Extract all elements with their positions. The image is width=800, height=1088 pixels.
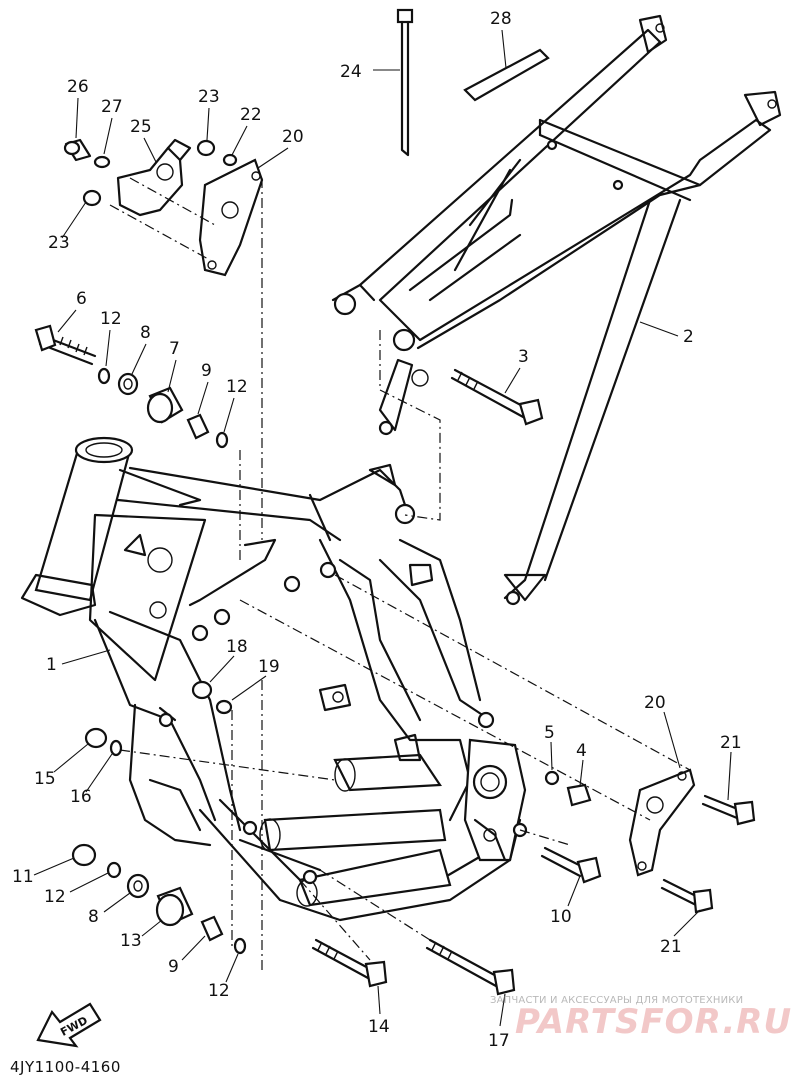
callout-20-lower: 20: [644, 693, 666, 713]
callout-1: 1: [46, 655, 57, 675]
callout-4: 4: [576, 741, 587, 761]
callout-15: 15: [34, 769, 56, 789]
callout-23-upper: 23: [198, 87, 220, 107]
callout-12-b: 12: [226, 377, 248, 397]
sub-frame-drawing: [331, 14, 782, 606]
callout-24: 24: [340, 62, 362, 82]
callout-8-a: 8: [140, 323, 151, 343]
callout-19: 19: [258, 657, 280, 677]
callout-6: 6: [76, 289, 87, 309]
callout-12-c: 12: [44, 887, 66, 907]
callout-28: 28: [490, 9, 512, 29]
watermark-brand: PARTSFOR.RU: [515, 1002, 793, 1042]
callout-27: 27: [101, 97, 123, 117]
diagram-code: 4JY1100-4160: [10, 1058, 121, 1076]
callout-8-b: 8: [88, 907, 99, 927]
main-frame-drawing: [20, 436, 528, 922]
callout-23-lower: 23: [48, 233, 70, 253]
callout-22: 22: [240, 105, 262, 125]
callout-12-d: 12: [208, 981, 230, 1001]
callout-17: 17: [488, 1031, 510, 1051]
callout-26: 26: [67, 77, 89, 97]
callout-2: 2: [683, 327, 694, 347]
watermark-tagline: ЗАПЧАСТИ И АКСЕССУАРЫ ДЛЯ МОТОТЕХНИКИ: [490, 995, 744, 1006]
assembly-lines: [109, 177, 691, 970]
callout-18: 18: [226, 637, 248, 657]
callout-10: 10: [550, 907, 572, 927]
callout-9-b: 9: [168, 957, 179, 977]
callout-leaders: [33, 29, 732, 1027]
callout-14: 14: [368, 1017, 390, 1037]
callout-7: 7: [169, 339, 180, 359]
callout-9-a: 9: [201, 361, 212, 381]
callout-16: 16: [70, 787, 92, 807]
callout-11: 11: [12, 867, 34, 887]
callout-20-upper: 20: [282, 127, 304, 147]
callout-21-lower: 21: [660, 937, 682, 957]
callout-13: 13: [120, 931, 142, 951]
forward-arrow: FWD: [36, 1002, 102, 1048]
callout-3: 3: [518, 347, 529, 367]
callout-25: 25: [130, 117, 152, 137]
callout-21-upper: 21: [720, 733, 742, 753]
callout-12-a: 12: [100, 309, 122, 329]
hardware-parts: [34, 8, 756, 996]
callout-5: 5: [544, 723, 555, 743]
callout-labels: 26 27 25 23 22 20 23 24 28 2 3 6 12 8 7 …: [12, 9, 742, 1051]
